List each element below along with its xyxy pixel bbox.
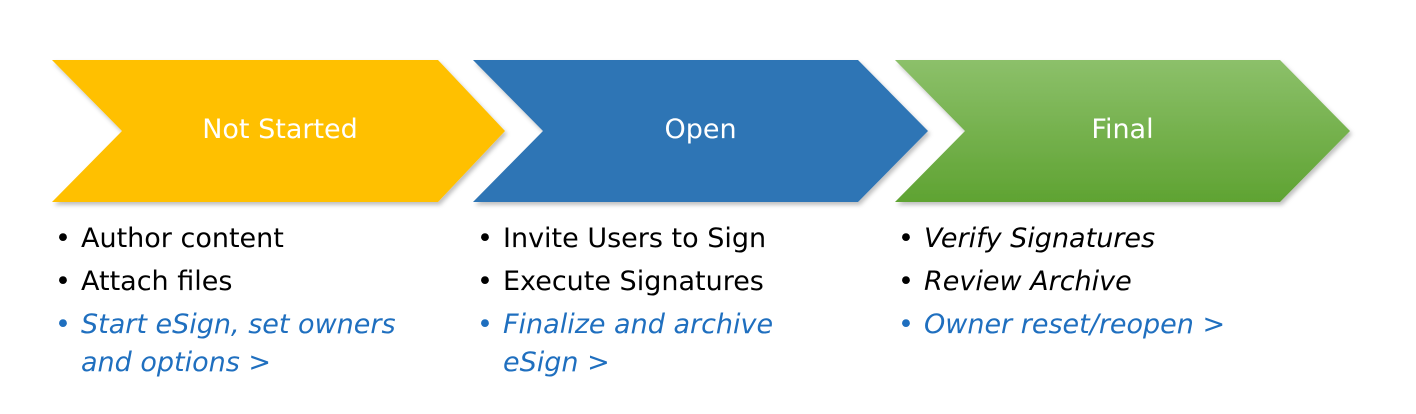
stage-label-not-started: Not Started [202, 114, 358, 145]
open-task-list: •Invite Users to Sign •Execute Signature… [477, 220, 837, 387]
stage-chevron-not-started[interactable] [52, 60, 505, 202]
list-item: •Execute Signatures [477, 263, 837, 301]
bullet-icon: • [477, 266, 493, 297]
list-item: •Verify Signatures [898, 220, 1328, 258]
bullet-icon: • [55, 309, 71, 340]
finalize-archive-link[interactable]: •Finalize and archive eSign > [477, 306, 837, 382]
bullet-icon: • [55, 266, 71, 297]
list-item: •Invite Users to Sign [477, 220, 837, 258]
bullet-icon: • [477, 223, 493, 254]
stage-chevron-open[interactable] [473, 60, 928, 202]
bullet-icon: • [898, 266, 914, 297]
stage-label-open: Open [664, 114, 737, 145]
not-started-task-list: •Author content •Attach files •Start eSi… [55, 220, 415, 387]
owner-reset-reopen-link[interactable]: •Owner reset/reopen > [898, 306, 1328, 344]
start-esign-link[interactable]: •Start eSign, set owners and options > [55, 306, 415, 382]
stage-label-final: Final [1091, 114, 1154, 145]
stage-chevron-final[interactable] [895, 60, 1350, 202]
final-task-list: •Verify Signatures •Review Archive •Owne… [898, 220, 1328, 349]
list-item: •Attach files [55, 263, 415, 301]
list-item: •Author content [55, 220, 415, 258]
bullet-icon: • [477, 309, 493, 340]
bullet-icon: • [898, 309, 914, 340]
bullet-icon: • [898, 223, 914, 254]
bullet-icon: • [55, 223, 71, 254]
list-item: •Review Archive [898, 263, 1328, 301]
